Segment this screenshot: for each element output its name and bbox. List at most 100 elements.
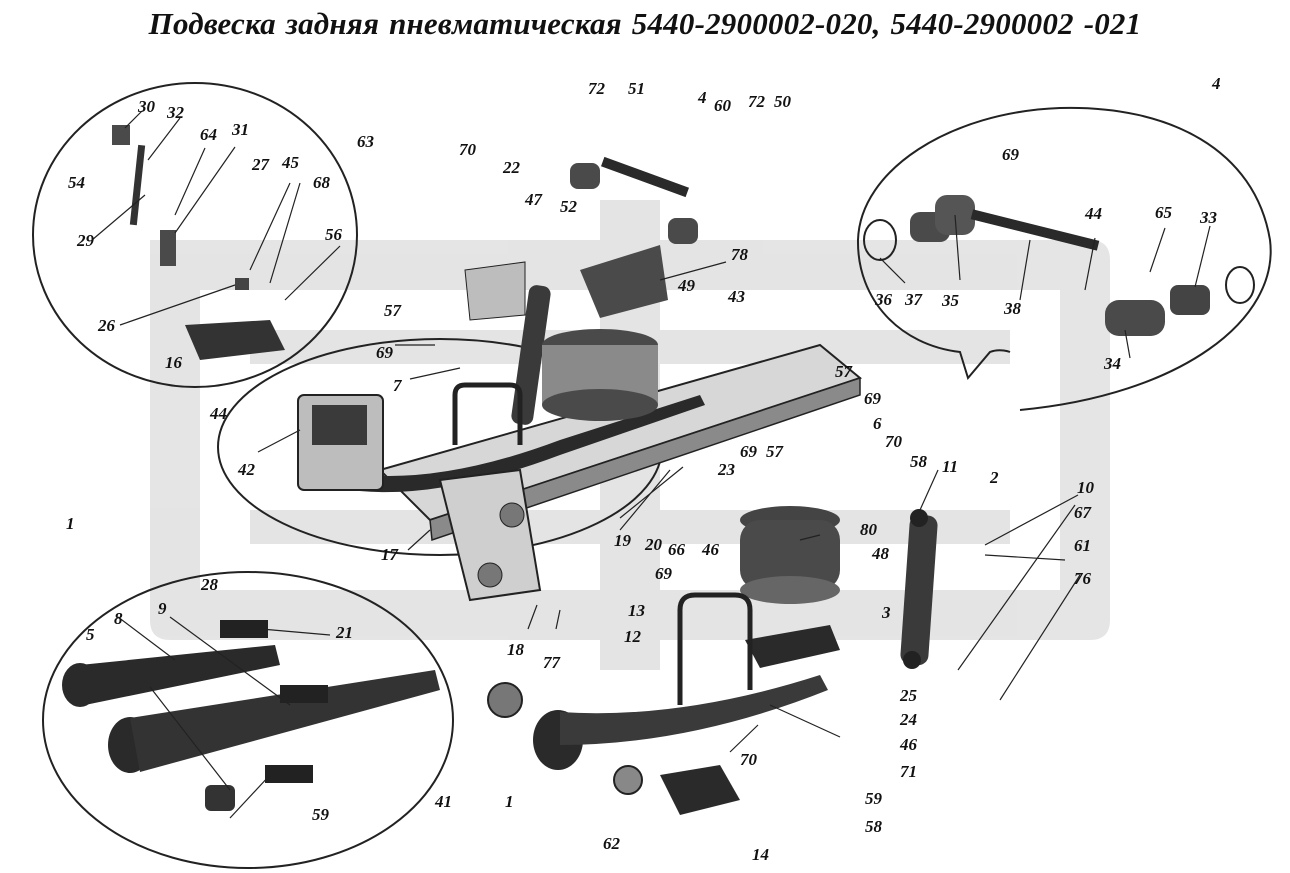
page-title: Подвеска задняя пневматическая 5440-2900…: [148, 6, 1142, 41]
part-label-26: 26: [97, 316, 116, 335]
washer-41: [487, 682, 523, 718]
part-label-76: 76: [1074, 569, 1092, 588]
part-label-2: 2: [989, 468, 999, 487]
detail-circle-upper-left: [32, 82, 358, 388]
part-label-4-b: 4: [1211, 74, 1221, 93]
part-label-62: 62: [603, 834, 621, 853]
part-label-11: 11: [942, 457, 958, 476]
part-label-71: 71: [900, 762, 917, 781]
part-label-1-a: 1: [66, 514, 75, 533]
leader-lines: [91, 110, 1211, 819]
part-label-27: 27: [251, 155, 271, 174]
part-label-13: 13: [628, 601, 646, 620]
part-label-66: 66: [668, 540, 686, 559]
part-label-30: 30: [137, 97, 156, 116]
part-label-12: 12: [624, 627, 642, 646]
part-label-44-a: 44: [209, 404, 227, 423]
shock-absorber-lower: [900, 509, 938, 669]
part-label-59-a: 59: [865, 789, 883, 808]
part-label-50: 50: [774, 92, 792, 111]
part-label-22: 22: [502, 158, 521, 177]
part-label-38: 38: [1003, 299, 1022, 318]
u-bolt-lower: [677, 592, 753, 705]
part-label-4-a: 4: [697, 88, 707, 107]
part-label-70-b: 70: [885, 432, 903, 451]
part-label-46-b: 46: [899, 735, 918, 754]
rear-bracket: [438, 468, 542, 602]
part-label-57-c: 57: [766, 442, 785, 461]
part-label-78: 78: [731, 245, 749, 264]
part-label-51: 51: [628, 79, 645, 98]
part-label-18: 18: [507, 640, 525, 659]
part-label-47: 47: [524, 190, 544, 209]
part-label-28: 28: [200, 575, 219, 594]
part-label-69-d: 69: [740, 442, 758, 461]
part-label-72-b: 72: [748, 92, 766, 111]
part-label-37: 37: [904, 290, 924, 309]
part-label-72-a: 72: [588, 79, 606, 98]
air-spring-upper: [542, 329, 658, 421]
reaction-rod-upper: [570, 156, 698, 244]
bracket-22: [464, 261, 526, 321]
part-label-41: 41: [434, 792, 452, 811]
part-label-36: 36: [874, 290, 893, 309]
bracket-78: [580, 245, 668, 318]
air-spring-lower: [740, 506, 840, 668]
part-label-70-c: 70: [740, 750, 758, 769]
leaf-spring-detail: [62, 620, 440, 811]
part-label-65: 65: [1155, 203, 1173, 222]
spring-bracket: [297, 394, 384, 491]
part-label-56: 56: [325, 225, 343, 244]
part-label-3: 3: [881, 603, 891, 622]
part-label-45: 45: [281, 153, 300, 172]
part-label-14: 14: [752, 845, 769, 864]
part-label-23: 23: [717, 460, 736, 479]
washer-lower: [613, 765, 643, 795]
part-label-16: 16: [165, 353, 183, 372]
part-label-1-b: 1: [505, 792, 514, 811]
part-label-43: 43: [727, 287, 746, 306]
part-label-80: 80: [860, 520, 878, 539]
part-label-48: 48: [871, 544, 890, 563]
part-label-49: 49: [677, 276, 696, 295]
part-label-29: 29: [76, 231, 95, 250]
part-label-59-b: 59: [312, 805, 330, 824]
part-label-6: 6: [873, 414, 882, 433]
part-label-5: 5: [86, 625, 95, 644]
part-label-60: 60: [714, 96, 732, 115]
part-label-34: 34: [1103, 354, 1121, 373]
part-label-54: 54: [68, 173, 85, 192]
part-label-21: 21: [335, 623, 353, 642]
part-label-70-a: 70: [459, 140, 477, 159]
part-label-25: 25: [899, 686, 918, 705]
part-label-57-a: 57: [384, 301, 403, 320]
part-label-7: 7: [393, 376, 403, 395]
part-label-31: 31: [231, 120, 249, 139]
part-label-69-b: 69: [1002, 145, 1020, 164]
part-label-69-e: 69: [655, 564, 673, 583]
part-label-57-b: 57: [835, 362, 854, 381]
part-label-77: 77: [543, 653, 562, 672]
part-labels: 30 32 31 64 27 45 68 54 29 56 26 16 63 7…: [66, 74, 1221, 864]
part-label-9: 9: [158, 599, 167, 618]
spring-pad-lower: [660, 765, 740, 815]
part-label-35: 35: [941, 291, 960, 310]
part-label-42: 42: [237, 460, 256, 479]
part-label-8: 8: [114, 609, 123, 628]
part-label-32: 32: [166, 103, 185, 122]
part-label-46-a: 46: [701, 540, 720, 559]
detail-circle-leaf-springs: [42, 571, 454, 869]
detail-circle-reaction-rod: [856, 106, 1272, 411]
part-label-33: 33: [1199, 208, 1218, 227]
part-label-61: 61: [1074, 536, 1091, 555]
leaf-spring-rear: [533, 675, 828, 770]
part-label-20: 20: [644, 535, 663, 554]
part-label-24: 24: [899, 710, 917, 729]
u-bolt-frame: [452, 382, 523, 445]
part-label-69-c: 69: [864, 389, 882, 408]
part-label-17: 17: [381, 545, 400, 564]
part-label-58-b: 58: [865, 817, 883, 836]
part-label-64: 64: [200, 125, 217, 144]
part-label-52: 52: [560, 197, 578, 216]
